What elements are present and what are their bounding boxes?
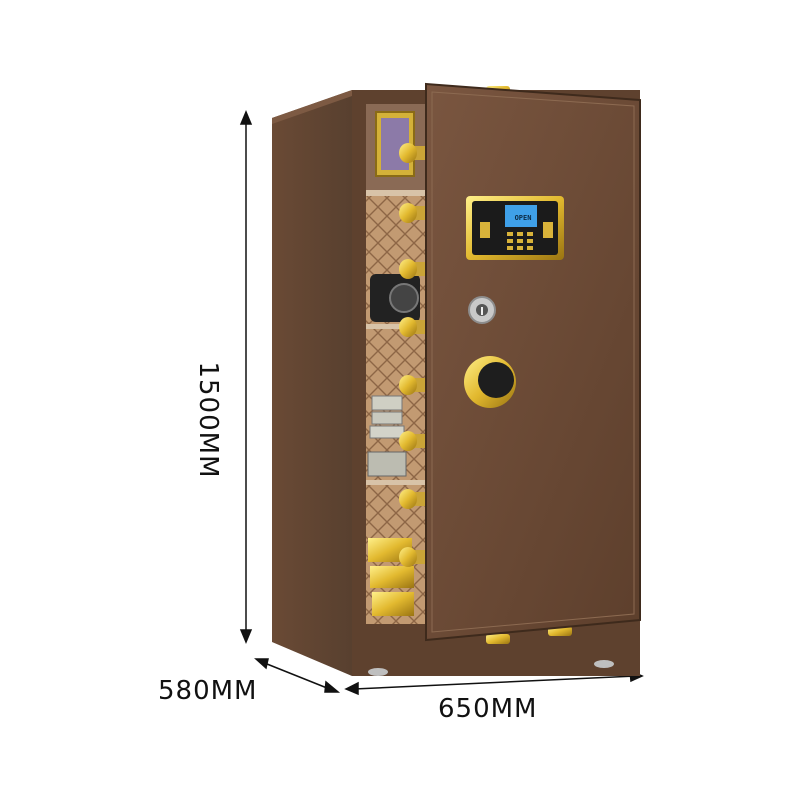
cash-stacks (367, 395, 407, 477)
safe-side-panel (272, 90, 352, 676)
electronic-keypad[interactable] (466, 196, 564, 260)
keypad-display (505, 205, 537, 227)
dial-knob[interactable] (464, 356, 516, 408)
keypad-display-text: OPEN (514, 214, 532, 222)
height-dimension-label: 1500MM (193, 361, 223, 479)
depth-dimension-line (254, 658, 341, 693)
depth-dimension-label: 580MM (158, 676, 258, 706)
locking-bolts (399, 143, 426, 567)
height-dimension-line (239, 110, 253, 644)
safe-door (425, 82, 641, 642)
keyhole[interactable] (468, 296, 496, 324)
width-dimension-label: 650MM (438, 694, 538, 724)
